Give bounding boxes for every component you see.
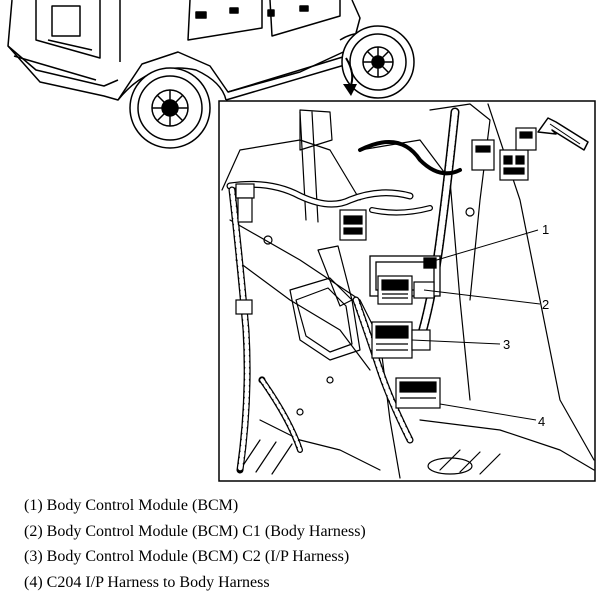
legend-list: (1) Body Control Module (BCM) (2) Body C… [24,493,366,595]
legend-item-bcm-c1: (2) Body Control Module (BCM) C1 (Body H… [24,522,366,540]
rear-wheel [129,67,211,149]
front-wheel [341,25,415,99]
callout-2: 2 [542,297,549,312]
location-arrow-icon [343,57,357,96]
callout-4: 4 [538,414,545,429]
c204-connector [395,377,441,409]
bcm-c1-connector [377,275,435,305]
callout-3: 3 [503,337,510,352]
legend-item-bcm: (1) Body Control Module (BCM) [24,497,239,514]
callout-1: 1 [542,222,549,237]
vehicle-rear-view [7,0,391,101]
left-connectors [235,183,367,315]
bcm-location-diagram: 1 2 3 4 [7,0,596,482]
legend-item-c204: (4) C204 I/P Harness to Body Harness [24,573,270,591]
detail-inset: 1 2 3 4 [218,100,596,482]
upper-connectors [471,127,537,181]
view-direction-arrow-icon [537,117,589,151]
legend-item-bcm-c2: (3) Body Control Module (BCM) C2 (I/P Ha… [24,548,350,565]
